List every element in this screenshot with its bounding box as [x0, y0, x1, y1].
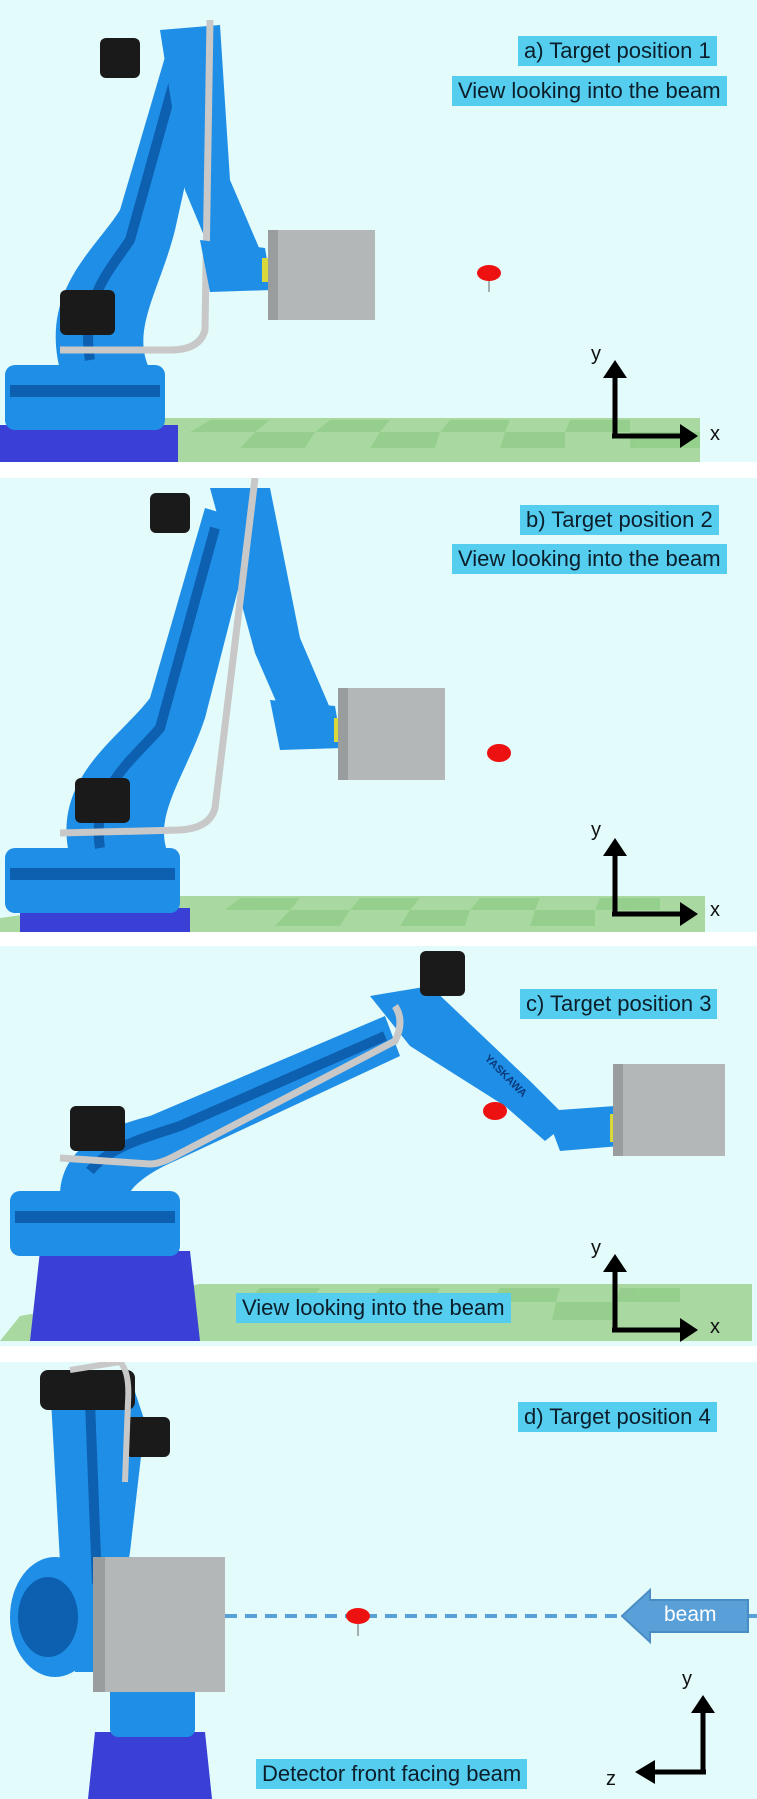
axes-indicator [603, 1254, 698, 1342]
scene-a [0, 19, 700, 462]
floor-checker [225, 898, 660, 926]
detector-facing-label: Detector front facing beam [256, 1759, 528, 1789]
axis-x-label: x [710, 423, 720, 445]
scene-d [10, 1362, 757, 1799]
cable-hose [60, 19, 214, 354]
detector [95, 1557, 225, 1692]
robot-wrist [270, 700, 342, 750]
robot-pedestal [88, 1732, 212, 1799]
robot-pedestal [0, 425, 178, 462]
panel-title: c) Target position 3 [520, 989, 718, 1019]
axis-y-label: y [682, 1668, 692, 1690]
axes-indicator [603, 838, 698, 926]
axis-y-label: y [591, 1237, 601, 1259]
axis-y-label: y [591, 819, 601, 841]
axes-indicator [603, 360, 698, 448]
beam-label: beam [664, 1603, 717, 1626]
axis-x-label: x [710, 899, 720, 921]
detector [270, 230, 375, 320]
target-marker [477, 265, 501, 281]
view-label: View looking into the beam [236, 1293, 511, 1323]
view-label: View looking into the beam [452, 76, 727, 106]
robot-wrist [200, 240, 272, 292]
axis-y-label: y [591, 343, 601, 365]
axis-z-label: z [606, 1768, 616, 1790]
robot-wrist [545, 1106, 620, 1151]
panel-target-position-3: YASKAWA c) Target position 3 View lookin… [0, 946, 757, 1346]
panel-title: b) Target position 2 [520, 505, 719, 535]
scene-b [0, 478, 705, 932]
cable-hose [59, 478, 259, 837]
robot-lower-arm [66, 508, 255, 858]
robot-base [5, 365, 165, 430]
target-marker [346, 1608, 370, 1624]
robot-motor [150, 493, 190, 533]
robot-upper-arm [210, 488, 330, 722]
detector [340, 688, 445, 780]
panel-target-position-2: b) Target position 2 View looking into t… [0, 478, 757, 932]
beam-arrow [620, 1587, 749, 1645]
cable-hose [59, 1004, 404, 1168]
panel-target-position-4: d) Target position 4 Detector front faci… [0, 1362, 757, 1799]
detector [615, 1064, 725, 1156]
robot-base [10, 1191, 180, 1256]
panel-target-position-1: a) Target position 1 View looking into t… [0, 0, 757, 462]
view-label: View looking into the beam [452, 544, 727, 574]
panel-title: d) Target position 4 [518, 1402, 717, 1432]
target-marker [487, 744, 511, 762]
robot-base [5, 848, 180, 913]
target-marker [483, 1102, 507, 1120]
robot-upper-arm [370, 986, 570, 1141]
robot-motor [40, 1370, 135, 1410]
axis-x-label: x [710, 1316, 720, 1338]
axes-indicator [635, 1695, 715, 1784]
cable-hose [69, 1362, 132, 1483]
robot-motor [100, 38, 140, 78]
robot-motor [420, 951, 465, 996]
panel-title: a) Target position 1 [518, 36, 717, 66]
robot-pedestal [30, 1251, 200, 1341]
